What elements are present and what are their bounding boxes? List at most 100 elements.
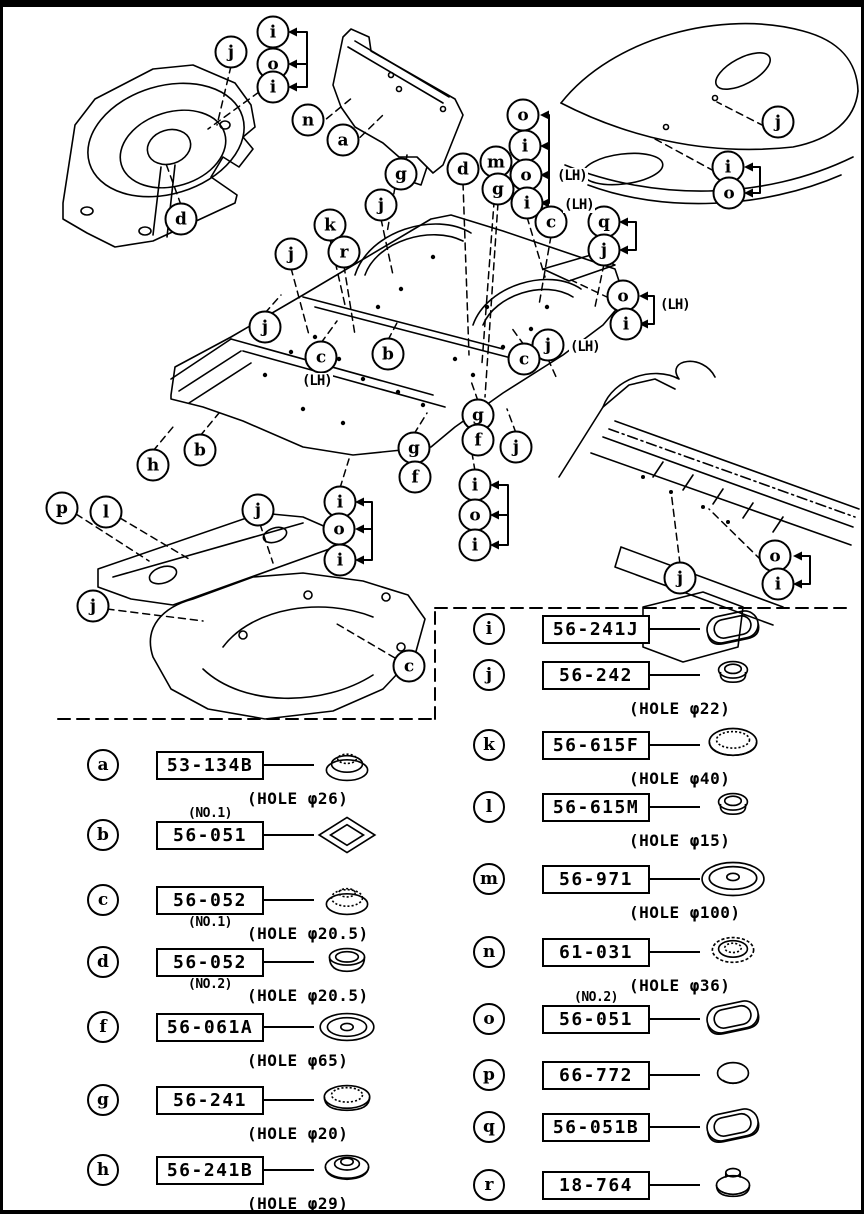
part-letter-k[interactable]: k xyxy=(473,729,505,761)
callout-i[interactable]: i xyxy=(458,528,492,562)
part-number-box[interactable]: 56-615M xyxy=(542,792,650,822)
part-letter-g[interactable]: g xyxy=(87,1084,119,1116)
part-number-box[interactable]: 56-241B xyxy=(156,1155,264,1185)
callout-j[interactable]: j xyxy=(214,35,248,69)
callout-f[interactable]: f xyxy=(461,423,495,457)
part-number-box[interactable]: 56-051(NO.1) xyxy=(156,806,264,850)
callout-j[interactable]: j xyxy=(76,589,110,623)
callout-i[interactable]: i xyxy=(256,70,290,104)
callout-j[interactable]: j xyxy=(499,430,533,464)
leader-line xyxy=(650,951,700,953)
leader-line xyxy=(650,878,700,880)
part-letter-r[interactable]: r xyxy=(473,1169,505,1201)
lh-label: (LH) xyxy=(556,168,588,184)
part-letter-o[interactable]: o xyxy=(473,1003,505,1035)
part-number-box[interactable]: 56-971 xyxy=(542,864,650,894)
part-letter-j[interactable]: j xyxy=(473,659,505,691)
part-number-box[interactable]: 18-764 xyxy=(542,1170,650,1200)
callout-g[interactable]: g xyxy=(384,157,418,191)
part-letter-h[interactable]: h xyxy=(87,1154,119,1186)
callout-j[interactable]: j xyxy=(587,233,621,267)
part-row-j: j 56-242 (HOLE φ22) xyxy=(473,652,766,718)
part-letter-p[interactable]: p xyxy=(473,1059,505,1091)
callout-j[interactable]: j xyxy=(248,310,282,344)
part-number-box[interactable]: 56-615F xyxy=(542,730,650,760)
part-letter-c[interactable]: c xyxy=(87,884,119,916)
part-row-r: r 18-764 xyxy=(473,1162,766,1208)
part-number-box[interactable]: 56-241J xyxy=(542,614,650,644)
callout-c[interactable]: c xyxy=(392,649,426,683)
part-number-box[interactable]: 66-772 xyxy=(542,1060,650,1090)
callout-r[interactable]: r xyxy=(327,235,361,269)
lh-label: (LH) xyxy=(563,197,595,213)
leader-line xyxy=(650,628,700,630)
callout-i[interactable]: i xyxy=(609,307,643,341)
callout-j[interactable]: j xyxy=(663,561,697,595)
callout-o[interactable]: o xyxy=(509,158,543,192)
callout-i[interactable]: i xyxy=(761,567,795,601)
callout-a[interactable]: a xyxy=(326,123,360,157)
part-number-box[interactable]: 61-031 xyxy=(542,937,650,967)
part-row-b: b 56-051(NO.1) xyxy=(87,806,380,858)
part-number-box[interactable]: 56-052(NO.1) xyxy=(156,885,264,930)
part-letter-l[interactable]: l xyxy=(473,791,505,823)
part-letter-f[interactable]: f xyxy=(87,1011,119,1043)
callout-b[interactable]: b xyxy=(183,433,217,467)
part-row-o: o 56-051(NO.2) xyxy=(473,990,766,1042)
callout-o[interactable]: o xyxy=(458,498,492,532)
callout-d[interactable]: d xyxy=(164,202,198,236)
hole-size-label: (HOLE φ22) xyxy=(629,699,731,718)
callout-c[interactable]: c xyxy=(507,342,541,376)
part-number-box[interactable]: 56-052(NO.2) xyxy=(156,947,264,992)
callout-o[interactable]: o xyxy=(712,176,746,210)
callout-n[interactable]: n xyxy=(291,103,325,137)
hole-size-label: (HOLE φ26) xyxy=(247,789,349,808)
part-row-i: i 56-241J xyxy=(473,606,766,652)
hole-size-label: (HOLE φ40) xyxy=(629,769,731,788)
part-letter-d[interactable]: d xyxy=(87,946,119,978)
part-letter-m[interactable]: m xyxy=(473,863,505,895)
leader-line xyxy=(650,1018,700,1020)
callout-b[interactable]: b xyxy=(371,337,405,371)
callout-j[interactable]: j xyxy=(274,237,308,271)
hole-size-label: (HOLE φ20.5) xyxy=(247,986,369,1005)
part-note: (NO.2) xyxy=(188,976,232,992)
callout-d[interactable]: d xyxy=(446,152,480,186)
part-letter-b[interactable]: b xyxy=(87,819,119,851)
callout-c[interactable]: c xyxy=(304,340,338,374)
part-row-n: n 61-031 (HOLE φ36) xyxy=(473,929,766,995)
part-letter-a[interactable]: a xyxy=(87,749,119,781)
part-note: (NO.1) xyxy=(188,805,232,821)
hole-size-label: (HOLE φ29) xyxy=(247,1194,349,1213)
large-disc-icon xyxy=(701,861,765,897)
callout-i[interactable]: i xyxy=(256,15,290,49)
callout-j[interactable]: j xyxy=(761,105,795,139)
callout-j[interactable]: j xyxy=(241,493,275,527)
leader-line xyxy=(264,1099,314,1101)
part-letter-n[interactable]: n xyxy=(473,936,505,968)
part-row-h: h 56-241B (HOLE φ29) xyxy=(87,1147,380,1210)
hole-size-label: (HOLE φ36) xyxy=(629,976,731,995)
part-letter-q[interactable]: q xyxy=(473,1111,505,1143)
callout-p[interactable]: p xyxy=(45,491,79,525)
callout-o[interactable]: o xyxy=(322,512,356,546)
part-number-box[interactable]: 56-051B xyxy=(542,1112,650,1142)
part-letter-i[interactable]: i xyxy=(473,613,505,645)
flat-washer-icon xyxy=(319,1012,375,1042)
callout-j[interactable]: j xyxy=(364,188,398,222)
callout-h[interactable]: h xyxy=(136,448,170,482)
callout-f[interactable]: f xyxy=(398,460,432,494)
leader-line xyxy=(650,674,700,676)
part-number-box[interactable]: 56-051(NO.2) xyxy=(542,990,650,1034)
small-grommet-icon xyxy=(717,660,749,684)
callout-o[interactable]: o xyxy=(506,98,540,132)
callout-l[interactable]: l xyxy=(89,495,123,529)
callout-i[interactable]: i xyxy=(323,543,357,577)
part-number-box[interactable]: 56-242 xyxy=(542,660,650,690)
callout-i[interactable]: i xyxy=(458,468,492,502)
part-number-box[interactable]: 53-134B xyxy=(156,750,264,780)
part-number-box[interactable]: 56-061A xyxy=(156,1012,264,1042)
part-number-box[interactable]: 56-241 xyxy=(156,1085,264,1115)
